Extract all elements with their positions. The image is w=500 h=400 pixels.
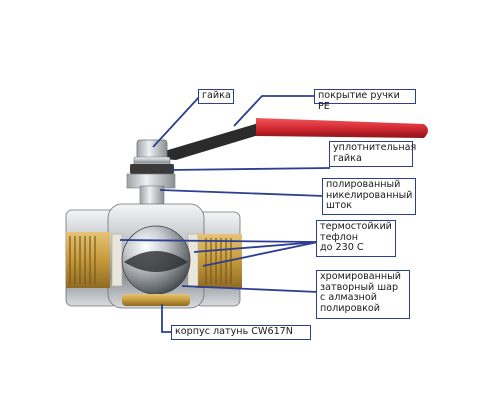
label-stem: полированный никелированный шток xyxy=(322,178,416,215)
leader-nut xyxy=(152,95,201,148)
label-body: корпус латунь CW617N xyxy=(171,325,311,340)
leader-stem xyxy=(159,189,325,197)
label-nut: гайка xyxy=(198,89,234,104)
leader-teflon-2 xyxy=(193,241,319,253)
leader-lines xyxy=(119,95,331,333)
label-handle-coating: покрытие ручки PE xyxy=(314,89,416,111)
leader-body xyxy=(161,304,172,333)
ball-bore xyxy=(124,251,188,272)
leader-handle-coating xyxy=(233,95,316,127)
handle xyxy=(150,118,428,160)
stem xyxy=(126,173,176,213)
handle-red-coating xyxy=(256,118,428,138)
label-seal-nut: уплотнительная гайка xyxy=(329,141,416,167)
left-thread xyxy=(69,236,96,284)
label-teflon: термостойкий тефлон до 230 С xyxy=(316,220,396,257)
label-ball: хромированный затворный шар с алмазной п… xyxy=(316,270,410,319)
valve-body xyxy=(65,203,242,309)
leader-teflon-3 xyxy=(202,241,319,267)
top-nut xyxy=(130,139,174,174)
leader-seal-nut xyxy=(169,167,331,171)
leader-ball xyxy=(181,285,319,293)
leader-teflon-1 xyxy=(119,239,319,243)
teflon-seat-left xyxy=(111,233,123,287)
handle-lever-shaft xyxy=(150,122,262,160)
